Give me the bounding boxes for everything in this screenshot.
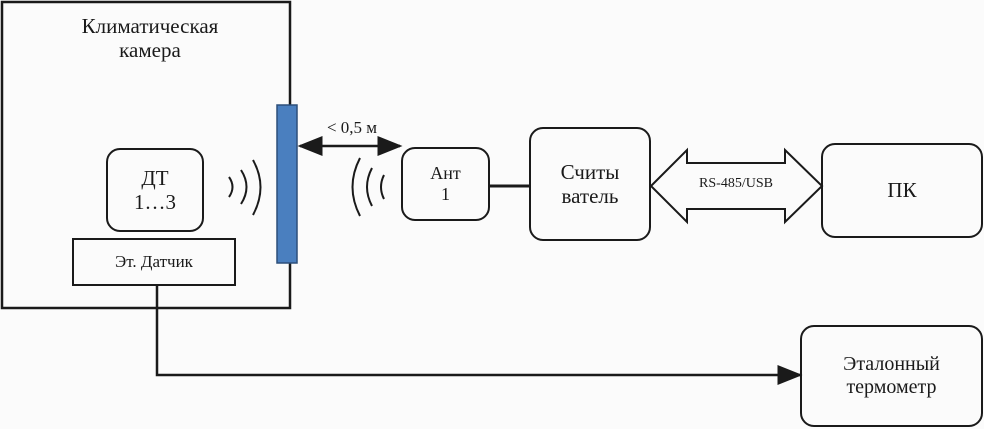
pc-label: ПК	[887, 178, 917, 203]
interface-label: RS-485/USB	[699, 176, 773, 191]
reader-label-line2: ватель	[561, 184, 619, 208]
chamber-window-bar	[276, 104, 298, 264]
sensor-dt-box: ДТ 1…3	[106, 148, 204, 232]
reference-thermometer-box: Эталонный термометр	[800, 325, 983, 427]
sensor-dt-label: ДТ	[141, 165, 169, 190]
reference-thermometer-line1: Эталонный	[843, 353, 940, 375]
reference-cable	[155, 284, 803, 385]
antenna-label: Ант	[430, 163, 461, 184]
reference-thermometer-line2: термометр	[846, 376, 937, 398]
chamber-title-line1: Климатическая	[81, 14, 219, 38]
chamber-title: Климатическая камера	[40, 14, 260, 62]
reader-box: Считы ватель	[529, 127, 651, 241]
reference-sensor-box: Эт. Датчик	[72, 238, 236, 286]
sensor-dt-range: 1…3	[134, 190, 176, 214]
reference-sensor-label: Эт. Датчик	[115, 252, 193, 272]
radio-waves-in-icon	[351, 157, 385, 217]
chamber-title-line2: камера	[119, 38, 181, 63]
antenna-number: 1	[441, 184, 450, 204]
distance-label: < 0,5 м	[326, 118, 378, 137]
radio-waves-out-icon	[228, 159, 262, 216]
antenna-box: Ант 1	[401, 147, 490, 221]
reader-label-line1: Считы	[560, 159, 620, 184]
pc-box: ПК	[821, 143, 983, 238]
